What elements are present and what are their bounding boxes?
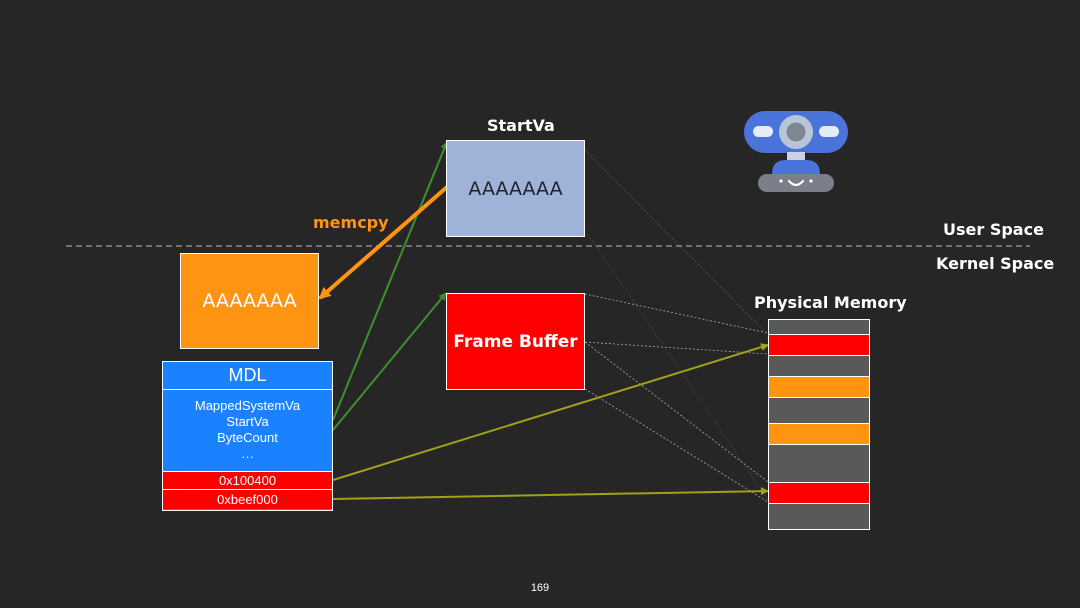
frame-buffer-text: Frame Buffer	[453, 331, 578, 352]
physical-page-user-buffer	[769, 377, 869, 398]
physical-memory-column	[768, 319, 870, 530]
framebuffer-mapping-line	[584, 341, 769, 483]
user-buffer-text: AAAAAAA	[468, 177, 563, 200]
mdl-to-framebuffer-arrow	[332, 292, 447, 431]
webcam-icon	[744, 111, 848, 192]
user-buffer-box: AAAAAAA	[446, 140, 585, 237]
physical-page	[769, 398, 869, 424]
framebuffer-mapping-line	[584, 341, 769, 355]
mdl-fields: MappedSystemVa StartVa ByteCount …	[163, 398, 332, 462]
pfn-0-arrow	[332, 343, 769, 481]
memcpy-arrow	[318, 185, 449, 300]
startva-mapping-line	[584, 149, 769, 336]
physical-page-frame-buffer	[769, 335, 869, 356]
mdl-pfn-entry: 0x100400	[163, 471, 332, 490]
user-space-label: User Space	[943, 220, 1044, 239]
mdl-structure: MDL MappedSystemVa StartVa ByteCount … 0…	[162, 361, 333, 511]
mdl-field: ByteCount	[217, 430, 278, 445]
physical-page	[769, 356, 869, 377]
frame-buffer-box: Frame Buffer	[446, 293, 585, 390]
mdl-pfn-entry: 0xbeef000	[163, 490, 332, 509]
kernel-buffer-text: AAAAAAA	[202, 290, 297, 312]
kernel-space-label: Kernel Space	[936, 254, 1055, 273]
physical-page	[769, 445, 869, 483]
framebuffer-mapping-line	[584, 388, 769, 503]
startva-title: StartVa	[487, 116, 555, 135]
physical-page-frame-buffer	[769, 483, 869, 504]
kernel-buffer-box: AAAAAAA	[180, 253, 319, 349]
mdl-field: MappedSystemVa	[194, 398, 301, 413]
mdl-header: MDL	[163, 362, 332, 390]
page-number: 169	[530, 582, 550, 594]
physical-memory-label: Physical Memory	[754, 293, 907, 312]
physical-page	[769, 504, 869, 528]
framebuffer-mapping-line	[584, 293, 769, 334]
startva-mapping-line	[584, 229, 769, 501]
memcpy-label: memcpy	[313, 213, 389, 232]
physical-page	[769, 320, 869, 335]
mdl-field: StartVa	[226, 414, 269, 429]
mdl-to-startva-arrow	[332, 141, 449, 421]
pfn-1-arrow	[332, 487, 769, 500]
physical-page-user-buffer	[769, 424, 869, 445]
mdl-field: …	[241, 446, 254, 461]
